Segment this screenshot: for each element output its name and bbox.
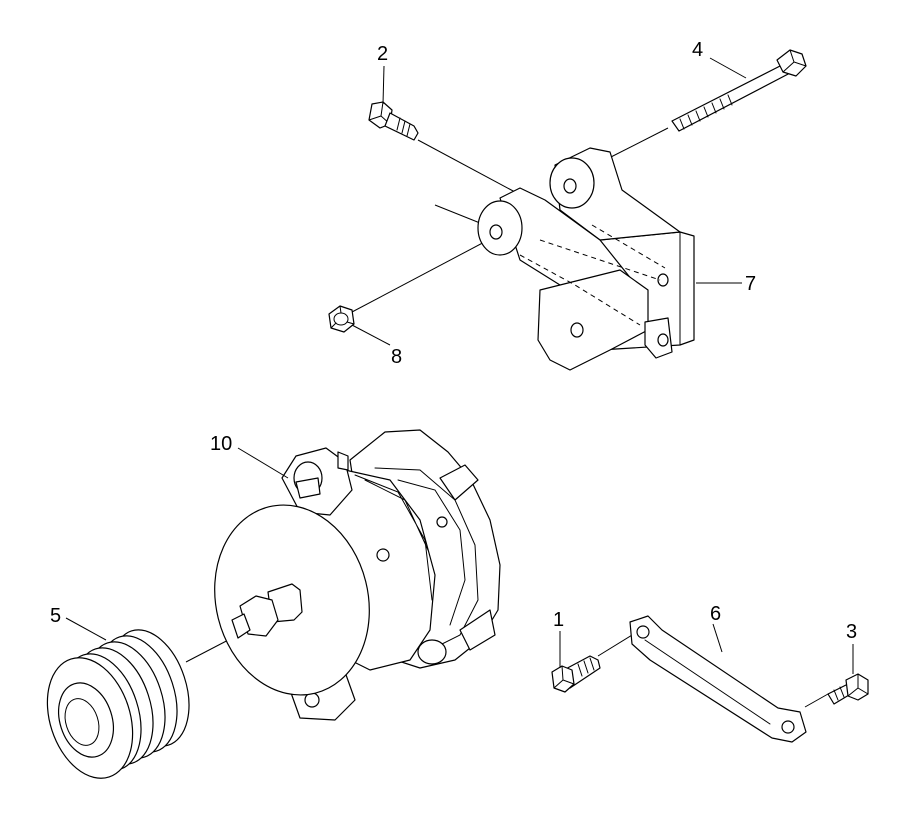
axis-line-bolt-2: [417, 139, 516, 193]
bolt-3-head-facets: [847, 673, 869, 697]
link-6-icon[interactable]: [629, 615, 807, 743]
callout-10: 10: [210, 433, 232, 455]
bolt-1-thread: [577, 657, 595, 677]
callout-6: 6: [710, 603, 721, 625]
bolt-2-thread: [396, 117, 411, 137]
alternator-10-icon[interactable]: [195, 429, 501, 721]
bracket-lower-hole: [489, 224, 503, 240]
alternator-rear-lug-top: [439, 464, 479, 501]
bracket-tab-hole: [657, 333, 669, 347]
bolt-2-icon[interactable]: [368, 101, 419, 141]
callout-7: 7: [745, 273, 756, 295]
alternator-shaft-tip: [231, 613, 251, 639]
bolt-2-shank: [384, 112, 419, 141]
link-arm-hole-2: [781, 720, 795, 734]
leader-4: [709, 57, 747, 79]
nut-8-icon[interactable]: [328, 305, 355, 333]
nut-8-facets: [330, 305, 355, 329]
link-arm-edge: [644, 639, 771, 725]
pulley-5-icon[interactable]: [33, 620, 203, 790]
alternator-stator-lines: [354, 474, 433, 601]
callout-labels: 2 4 7 8 10 5 1 6 3: [50, 39, 857, 643]
callout-1: 1: [553, 609, 564, 631]
axis-line-bolt-3: [804, 693, 829, 708]
alternator-rear-hole: [436, 516, 448, 528]
axis-line-bracket-front: [434, 204, 486, 226]
link-arm-body: [629, 615, 807, 743]
assembly-lines: [185, 127, 829, 708]
bolt-4-icon[interactable]: [671, 49, 807, 132]
bolt-3-icon[interactable]: [827, 673, 869, 705]
bracket-base: [537, 269, 649, 371]
bolt-1-head-facets: [553, 665, 575, 689]
axis-line-bolt-4: [604, 127, 669, 161]
leader-2: [382, 65, 385, 105]
bracket-upper-hole: [563, 178, 577, 194]
alternator-lug-stud-end: [337, 451, 349, 471]
callout-5: 5: [50, 605, 61, 627]
callout-8: 8: [391, 346, 402, 368]
alternator-stator-hole: [376, 548, 390, 562]
pulley-hub: [58, 682, 114, 758]
bracket-plate-hole: [657, 273, 669, 287]
callout-4: 4: [692, 39, 703, 61]
leader-6: [712, 623, 723, 653]
bolt-1-icon[interactable]: [551, 655, 601, 693]
leader-10: [237, 447, 289, 479]
bolt-4-head-facets: [782, 49, 807, 73]
callout-leaders: [65, 57, 854, 674]
link-arm-hole-1: [636, 625, 650, 639]
bracket-hidden-lines: [519, 224, 666, 326]
axis-line-bolt-1: [597, 631, 638, 657]
alternator-rear-ridge: [374, 467, 479, 651]
axis-line-nut-8: [351, 237, 493, 313]
leader-5: [65, 617, 107, 641]
pulley-bore: [64, 698, 100, 746]
nut-8-body: [328, 305, 355, 333]
alternator-shaft-nut: [239, 595, 279, 637]
bolt-3-thread: [833, 686, 845, 701]
bolt-3-head: [845, 673, 869, 701]
bracket-7-icon[interactable]: [477, 147, 695, 371]
alternator-rear-boss: [417, 639, 447, 665]
alternator-lug-stud: [295, 477, 321, 499]
bolt-4-thread: [679, 94, 733, 130]
bracket-base-hole: [570, 322, 584, 338]
alternator-rear-lug-bottom: [459, 609, 496, 651]
alternator-rear-ridge-2: [397, 479, 466, 626]
callout-2: 2: [377, 43, 388, 65]
leader-8: [351, 324, 391, 346]
callout-3: 3: [846, 621, 857, 643]
